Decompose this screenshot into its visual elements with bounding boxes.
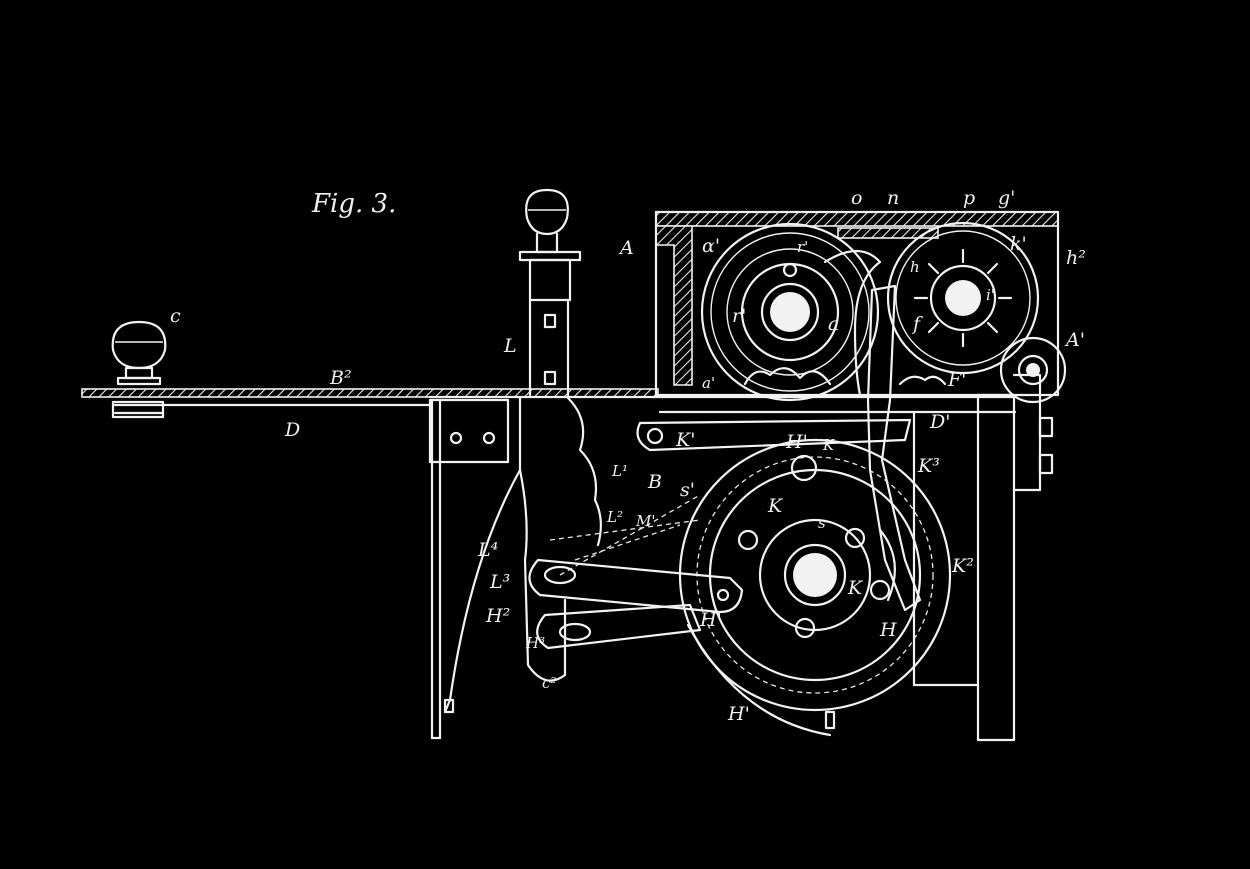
label-h: h — [910, 258, 920, 276]
label-f: f — [911, 313, 923, 335]
wheel-i — [886, 221, 1040, 375]
label-l4: L⁴ — [477, 539, 498, 561]
label-l: L — [503, 335, 517, 357]
label-n: n — [887, 187, 899, 209]
label-d: D — [284, 419, 300, 441]
label-a-hub: a — [828, 313, 839, 335]
figure-title: Fig. 3. — [311, 189, 396, 219]
label-a1-top: α' — [702, 235, 720, 257]
label-l2: L² — [606, 508, 623, 526]
label-h2: h² — [1066, 247, 1086, 269]
label-o: o — [851, 187, 862, 209]
label-a1-bottom: a' — [702, 374, 715, 392]
label-s: s — [818, 514, 826, 532]
arm-k1 — [636, 418, 912, 482]
label-c: c — [170, 305, 181, 327]
label-a1: A' — [1064, 329, 1085, 351]
link-h — [528, 494, 744, 650]
label-d1: D' — [929, 411, 950, 433]
rod-d — [111, 400, 432, 419]
label-r1-top: r' — [797, 238, 808, 256]
label-k-lower: K — [847, 577, 864, 599]
label-h1-bottom: H' — [727, 703, 750, 725]
label-k-mid: K — [767, 495, 784, 517]
label-k1-left: K' — [675, 429, 695, 451]
label-g1: g' — [998, 187, 1015, 209]
label-h3: H³ — [525, 634, 545, 652]
cam-bumps-a — [743, 367, 832, 386]
knob-a1 — [999, 336, 1067, 404]
label-r1-left: r' — [732, 305, 746, 327]
label-s1: s' — [680, 479, 695, 501]
label-i1: i' — [986, 286, 995, 304]
rod-b2 — [81, 388, 659, 398]
label-l1: L¹ — [611, 462, 628, 480]
rod-bracket — [428, 398, 510, 464]
label-c2: c² — [542, 674, 556, 692]
wheel-a — [700, 222, 880, 402]
label-h2-link: H² — [485, 605, 510, 627]
wheel-s — [678, 438, 952, 737]
label-b2: B² — [329, 367, 352, 389]
label-a: A — [618, 237, 634, 259]
pawl-lever — [823, 250, 922, 612]
left-knob — [111, 320, 167, 386]
cam-bumps-f — [898, 375, 947, 386]
label-m1: M' — [635, 512, 655, 530]
label-h1-right: H' — [699, 609, 722, 631]
label-l3: L³ — [489, 571, 510, 593]
label-p: p — [963, 187, 975, 209]
label-k2: K² — [951, 555, 974, 577]
label-k3: K³ — [917, 455, 940, 477]
label-h-big: H — [879, 619, 897, 641]
post-l — [518, 188, 582, 397]
label-h1-mid: H' — [785, 431, 808, 453]
label-b: B — [647, 471, 662, 493]
label-k-top: K — [822, 436, 835, 454]
label-f1: F' — [947, 369, 966, 391]
label-k1: k' — [1010, 233, 1027, 255]
lever-body — [443, 396, 602, 714]
